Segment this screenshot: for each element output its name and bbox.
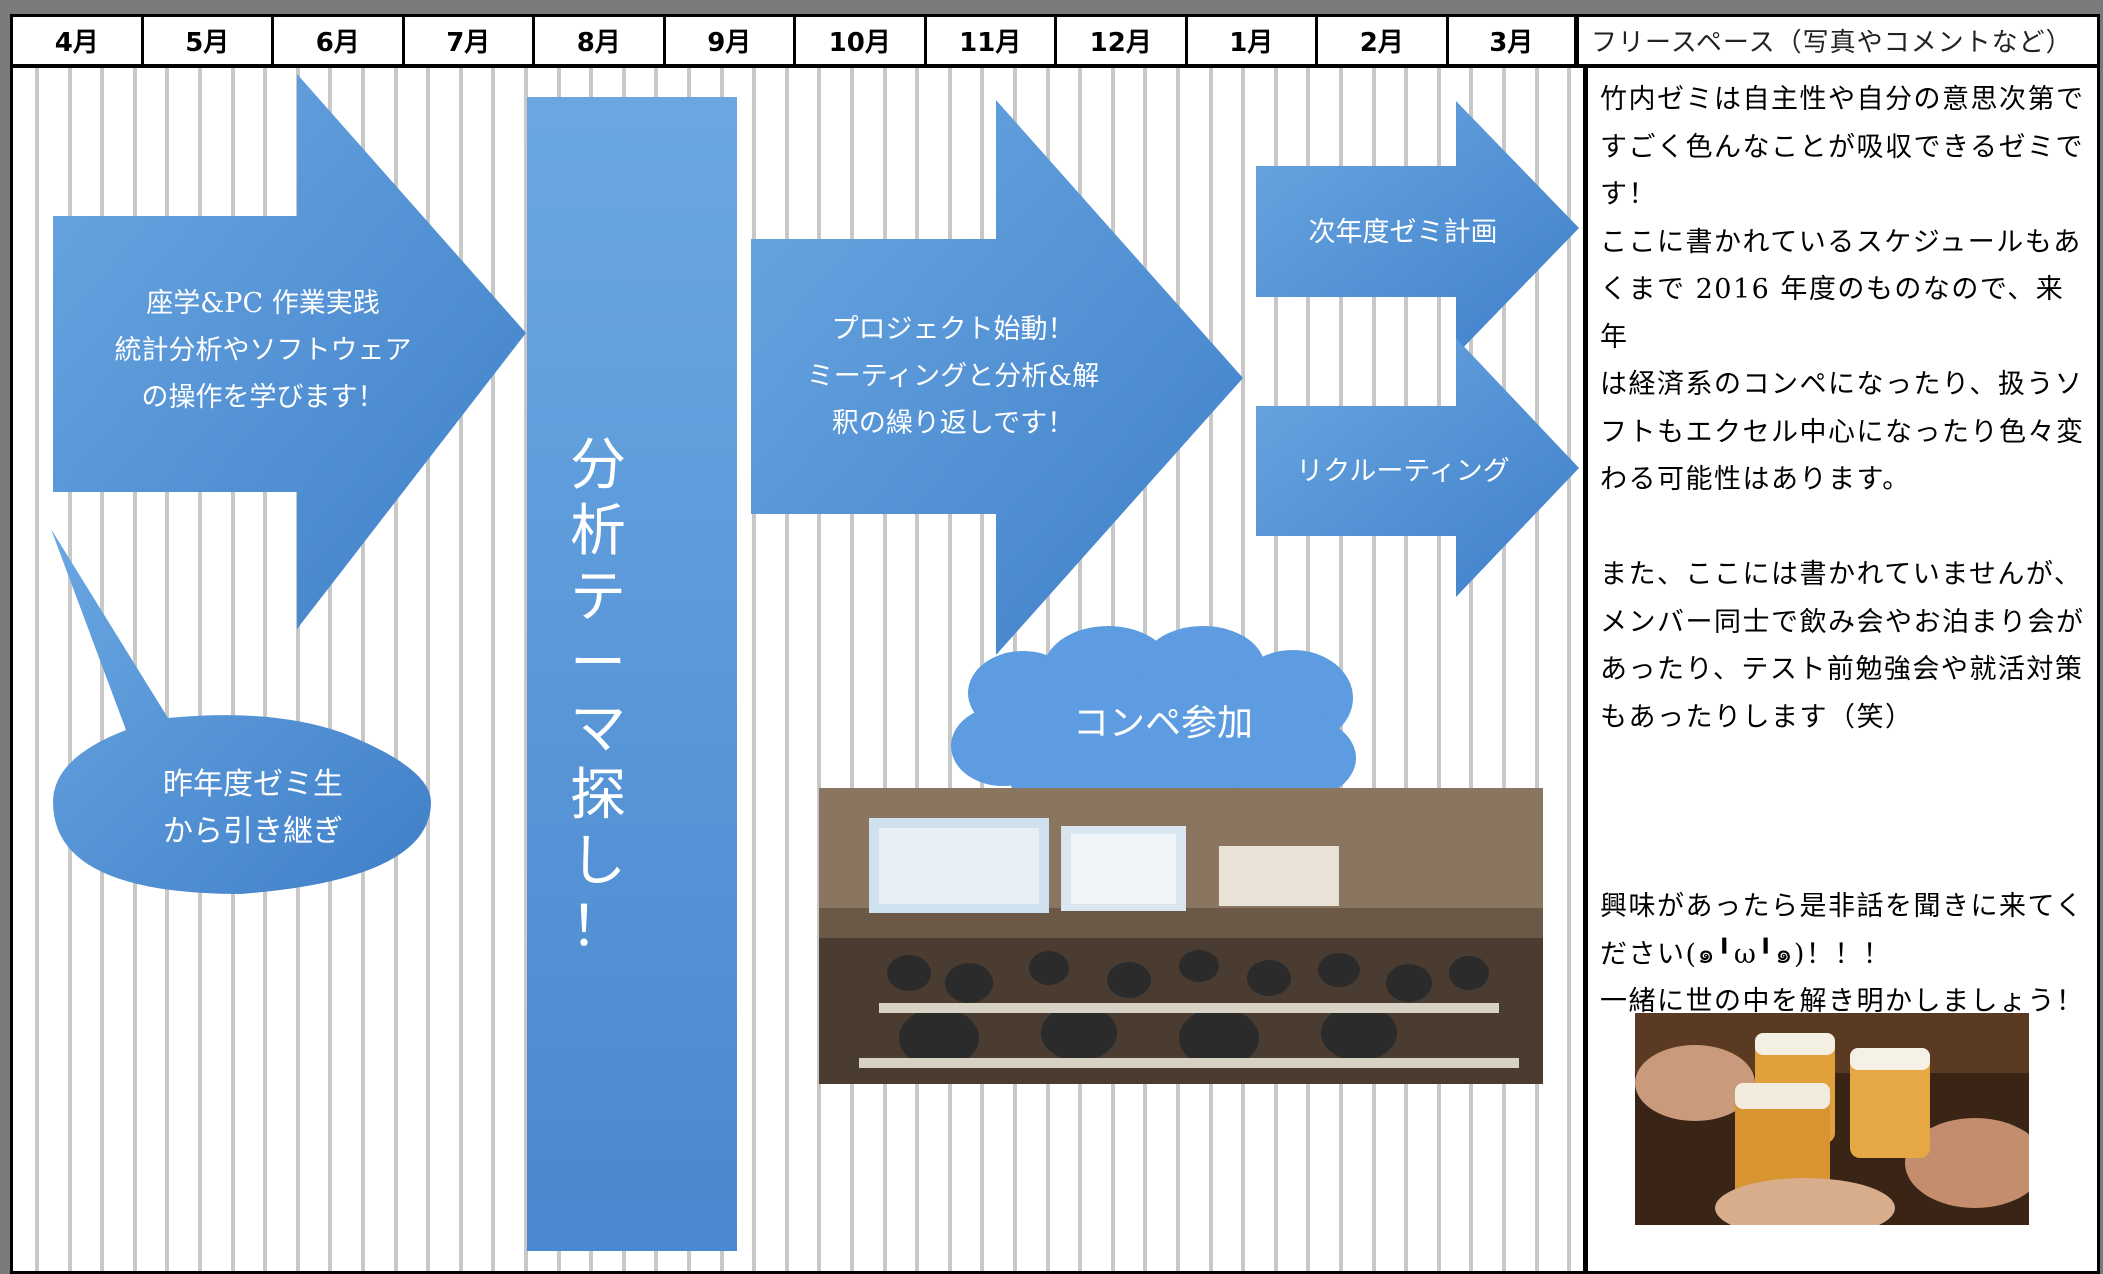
stripe-line bbox=[1371, 68, 1376, 1271]
comment-line: す！ bbox=[1600, 179, 1657, 210]
month-cell: 11月 bbox=[927, 17, 1057, 64]
stripe-line bbox=[1502, 68, 1506, 1271]
recruiting-label: リクルーティング bbox=[1296, 456, 1510, 487]
stripe-line bbox=[426, 68, 431, 1271]
month-cell: 3月 bbox=[1449, 17, 1579, 64]
theme-bar bbox=[527, 97, 737, 1251]
stripe-line bbox=[1404, 68, 1409, 1271]
stripe-line bbox=[915, 68, 920, 1271]
theme-char: 分 bbox=[570, 433, 626, 498]
project-line: ミーティングと分析&解 bbox=[806, 361, 1100, 392]
project-line: 釈の繰り返しです！ bbox=[831, 408, 1075, 439]
comment-line: 興味があったら是非話を聞きに来てく bbox=[1600, 891, 2084, 922]
stripe-line bbox=[1469, 68, 1474, 1271]
handover-callout bbox=[51, 529, 431, 894]
month-cell: 6月 bbox=[274, 17, 405, 64]
stripe-line bbox=[1567, 68, 1572, 1271]
month-cell: 10月 bbox=[796, 17, 927, 64]
stripe-line bbox=[361, 68, 365, 1271]
comment-line: わる可能性はあります。 bbox=[1600, 464, 1911, 495]
stripe-line bbox=[524, 68, 528, 1271]
theme-char: テ bbox=[570, 565, 626, 630]
comment-line: すごく色んなことが吸収できるゼミで bbox=[1600, 131, 2084, 163]
month-cell: 2月 bbox=[1318, 17, 1449, 64]
stripe-line bbox=[198, 68, 202, 1271]
theme-char: ！ bbox=[570, 895, 626, 960]
month-cell: 8月 bbox=[535, 17, 666, 64]
comment-line: もあったりします（笑） bbox=[1600, 701, 1914, 733]
stripe-line bbox=[295, 68, 300, 1271]
stripe-line bbox=[1534, 68, 1539, 1271]
stripe-line bbox=[947, 68, 952, 1271]
handover-line: から引き継ぎ bbox=[163, 814, 343, 849]
handover-line: 昨年度ゼミ生 bbox=[163, 767, 343, 802]
stripe-line bbox=[393, 68, 398, 1271]
stripe-line bbox=[230, 68, 235, 1271]
stripe-line bbox=[100, 68, 105, 1271]
month-cell: 9月 bbox=[666, 17, 796, 64]
month-header-row: 4月 5月 6月 7月 8月 9月 10月 11月 12月 1月 2月 3月 フ… bbox=[13, 17, 2097, 68]
stripe-line bbox=[784, 68, 789, 1271]
month-cell: 1月 bbox=[1188, 17, 1318, 64]
project-arrow bbox=[751, 100, 1243, 655]
stripe-line bbox=[1436, 68, 1441, 1271]
month-cell: 7月 bbox=[405, 17, 535, 64]
stripe-line bbox=[752, 68, 757, 1271]
stripe-line bbox=[458, 68, 463, 1271]
study-arrow-label: 座学&PC 作業実践 統計分析やソフトウェア の操作を学びます！ bbox=[53, 280, 473, 421]
handover-label: 昨年度ゼミ生 から引き継ぎ bbox=[103, 761, 403, 855]
comment-line: くまで 2016 年度のものなので、来年 bbox=[1600, 274, 2065, 353]
theme-char: し bbox=[570, 829, 626, 894]
contest-label: コンペ参加 bbox=[1072, 703, 1253, 744]
next-plan-label: 次年度ゼミ計画 bbox=[1308, 217, 1498, 248]
recruiting-arrow bbox=[1256, 338, 1579, 597]
conference-photo bbox=[819, 788, 1543, 1084]
timeline-shapes bbox=[51, 74, 1579, 1251]
comment-line: フトもエクセル中心になったり色々変 bbox=[1600, 416, 2085, 448]
comment-line: メンバー同士で飲み会やお泊まり会が bbox=[1600, 606, 2085, 638]
project-arrow-label: プロジェクト始動！ ミーティングと分析&解 釈の繰り返しです！ bbox=[753, 306, 1153, 447]
study-line: 統計分析やソフトウェア bbox=[114, 335, 412, 366]
theme-bar-label: 分 析 テ ー マ 探 し ！ bbox=[528, 433, 668, 961]
comment-line: ださい(๑╹ω╹๑)！！！ bbox=[1600, 938, 1892, 970]
theme-char: 析 bbox=[570, 499, 626, 564]
timeline-area: 座学&PC 作業実践 統計分析やソフトウェア の操作を学びます！ 昨年度ゼミ生 … bbox=[13, 68, 1579, 1271]
next-plan-arrow bbox=[1256, 101, 1579, 355]
comment-blank bbox=[1600, 504, 2090, 552]
stripe-line bbox=[817, 68, 822, 1271]
comment-line: また、ここには書かれていませんが、 bbox=[1600, 559, 2083, 590]
schedule-sheet: 4月 5月 6月 7月 8月 9月 10月 11月 12月 1月 2月 3月 フ… bbox=[10, 14, 2100, 1274]
stripe-line bbox=[491, 68, 496, 1271]
stripe-line bbox=[35, 68, 39, 1271]
free-space-header: フリースペース（写真やコメントなど） bbox=[1591, 28, 2073, 58]
drinks-photo bbox=[1635, 1013, 2029, 1225]
stripe-line bbox=[850, 68, 854, 1271]
stripe-line bbox=[328, 68, 333, 1271]
stripe-line bbox=[263, 68, 268, 1271]
theme-char: 探 bbox=[570, 763, 626, 828]
month-cell: 12月 bbox=[1057, 17, 1188, 64]
study-line: 座学&PC 作業実践 bbox=[146, 288, 380, 319]
stripe-line bbox=[165, 68, 170, 1271]
project-line: プロジェクト始動！ bbox=[831, 314, 1075, 345]
comment-line: 一緒に世の中を解き明かしましょう！ bbox=[1600, 986, 2085, 1017]
free-space-area: 竹内ゼミは自主性や自分の意思次第で すごく色んなことが吸収できるゼミで す！ こ… bbox=[1583, 68, 2097, 1271]
comment-line: 竹内ゼミは自主性や自分の意思次第で bbox=[1600, 84, 2085, 115]
study-line: の操作を学びます！ bbox=[141, 382, 385, 413]
stripe-line bbox=[882, 68, 887, 1271]
comment-blank bbox=[1600, 741, 2090, 883]
month-cell: 4月 bbox=[13, 17, 144, 64]
study-arrow bbox=[53, 74, 526, 629]
comment-line: ここに書かれているスケジュールもあ bbox=[1600, 226, 2082, 258]
stripe-line bbox=[67, 68, 72, 1271]
theme-char: マ bbox=[570, 697, 626, 762]
theme-char: ー bbox=[570, 631, 626, 696]
comment-line: あったり、テスト前勉強会や就活対策 bbox=[1600, 654, 2084, 685]
comment-line: は経済系のコンペになったり、扱うソ bbox=[1600, 369, 2084, 400]
free-space-comment: 竹内ゼミは自主性や自分の意思次第で すごく色んなことが吸収できるゼミで す！ こ… bbox=[1600, 76, 2090, 1026]
month-cell: 5月 bbox=[144, 17, 274, 64]
